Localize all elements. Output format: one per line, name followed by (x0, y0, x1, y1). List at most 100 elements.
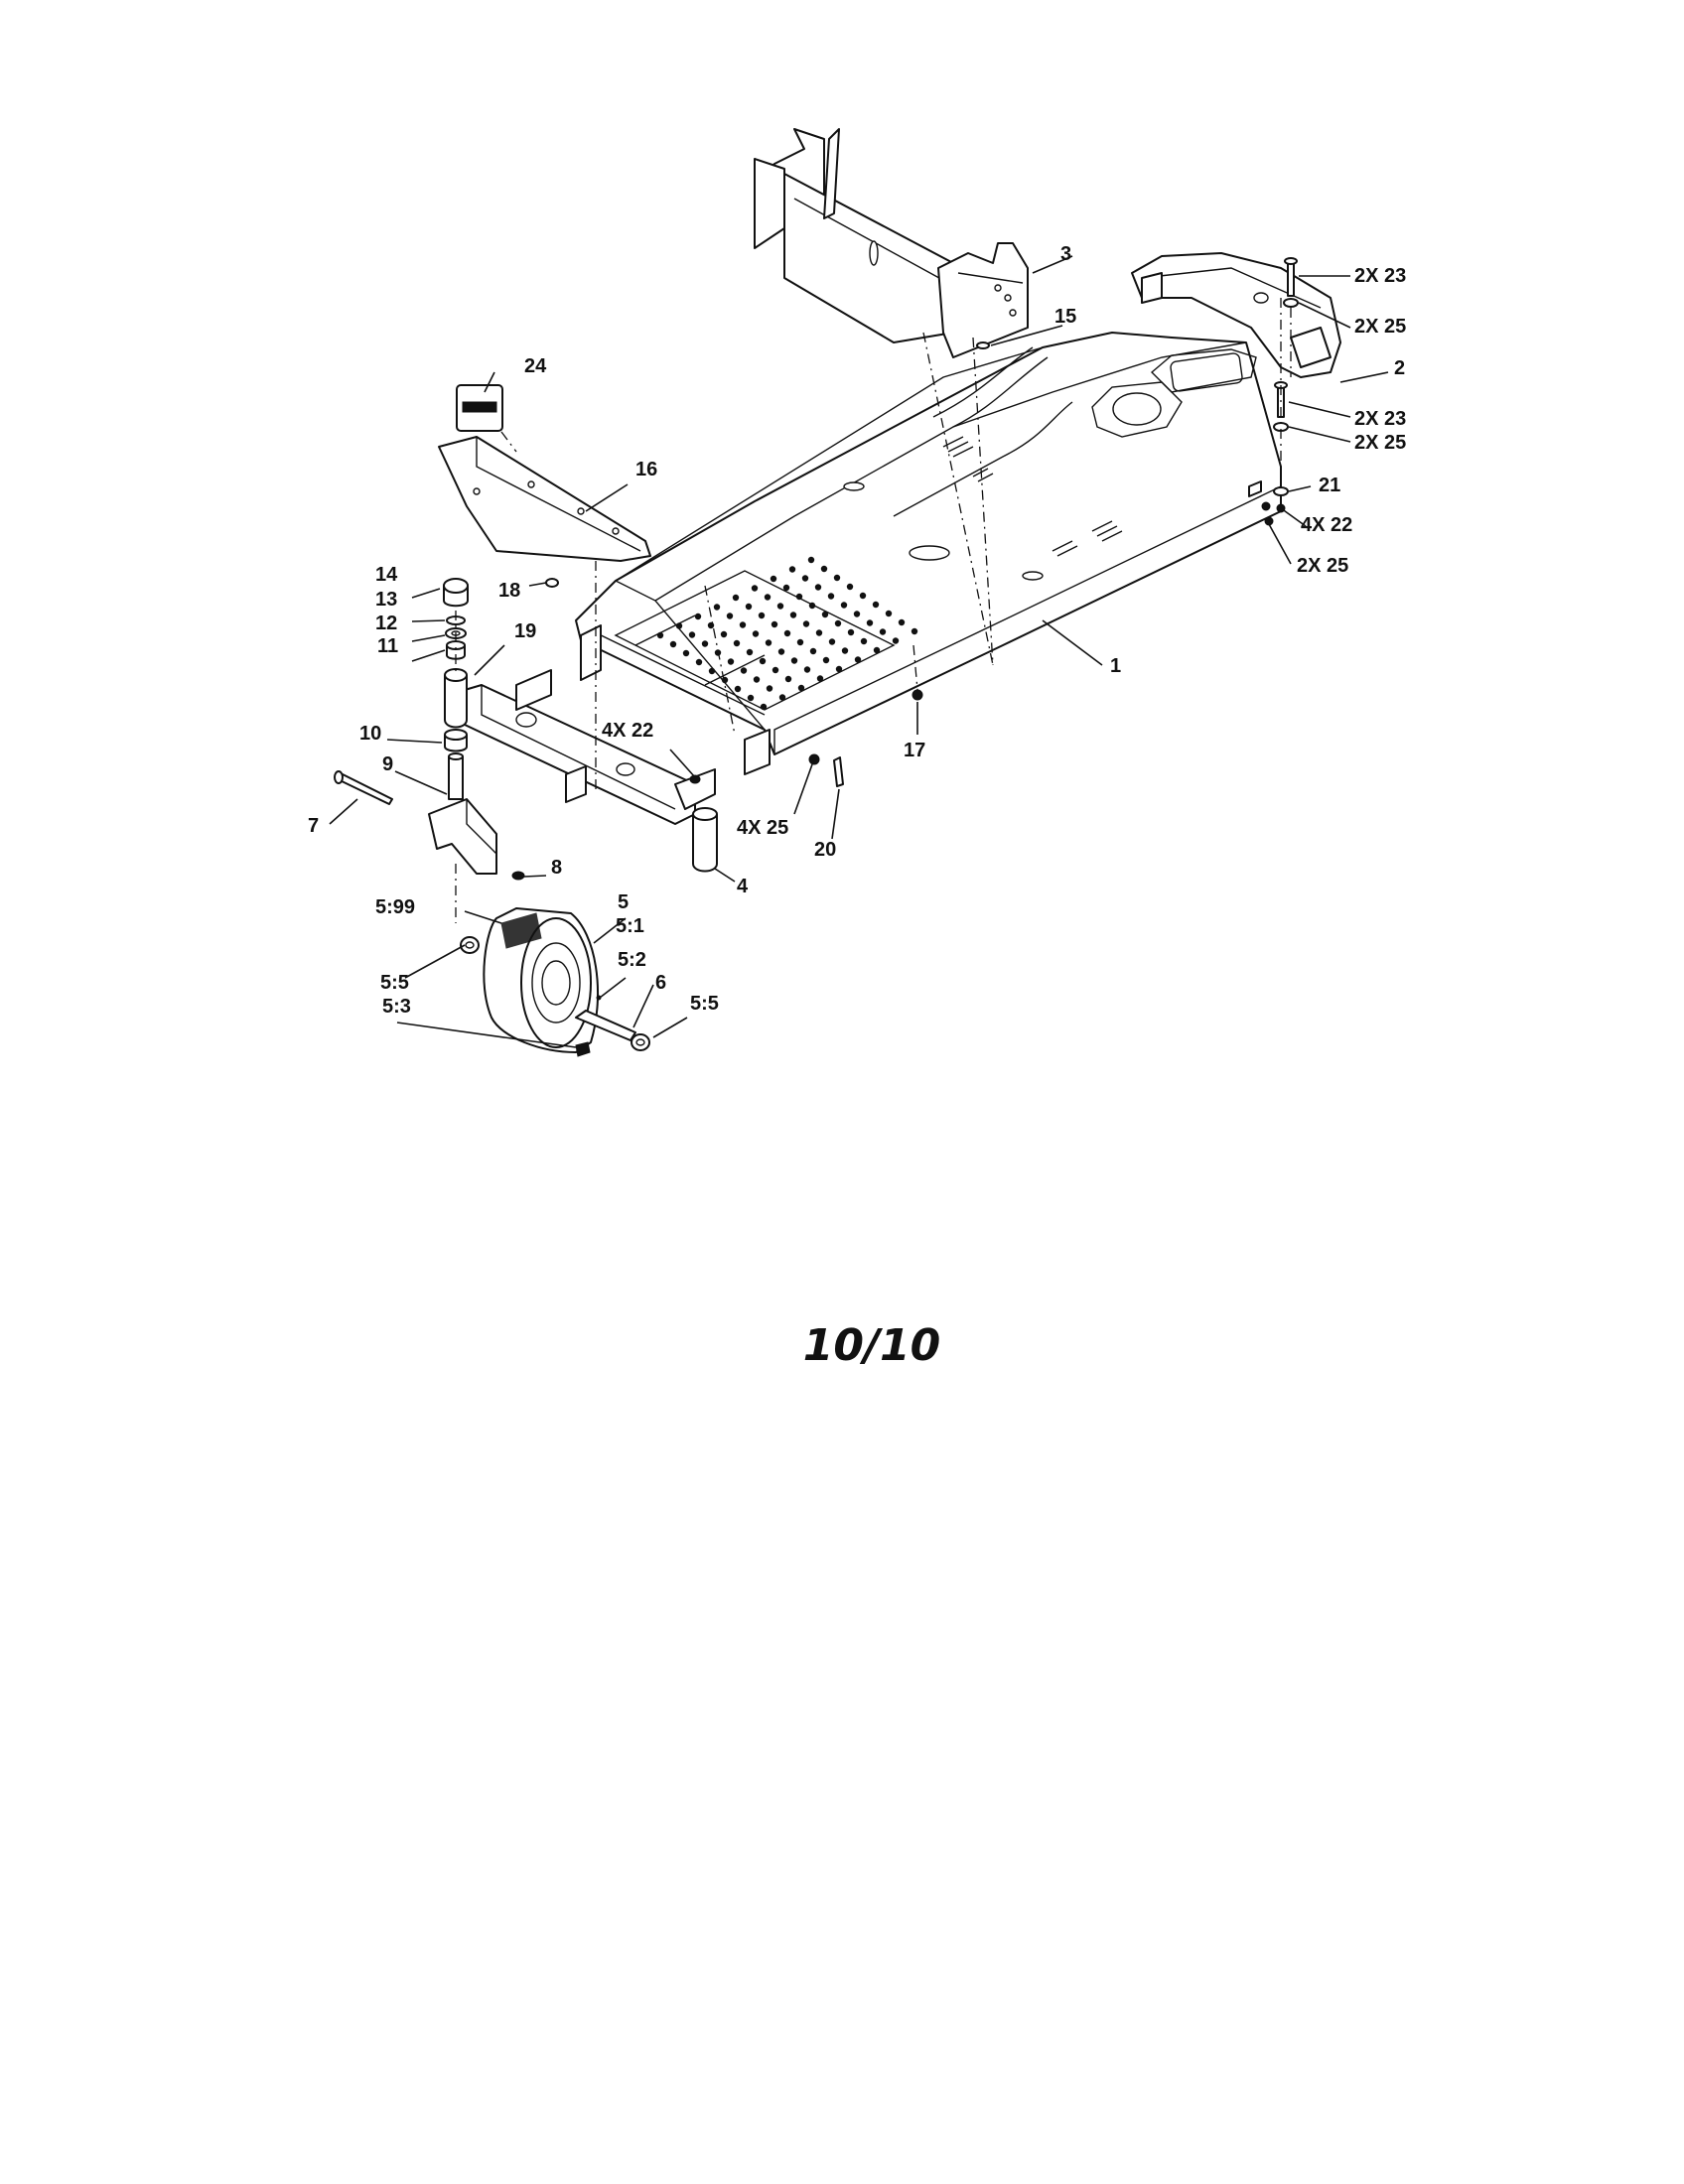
perforation-hole (872, 601, 880, 609)
callout-14: 14 (375, 564, 398, 586)
assembly-centerlines (455, 298, 1292, 923)
perforation-hole (795, 593, 803, 601)
perforation-hole (752, 630, 760, 637)
callout-8: 8 (551, 857, 562, 879)
callout-3: 3 (1060, 243, 1071, 265)
callout-19: 19 (514, 620, 536, 642)
callout-2x-25-top: 2X 25 (1354, 316, 1406, 338)
callout-24: 24 (524, 355, 547, 377)
perforation-hole (911, 627, 918, 635)
main-frame (575, 332, 1282, 775)
perforation-hole (783, 629, 791, 637)
floor-plate-perforations (656, 556, 918, 711)
perforation-hole (879, 628, 887, 635)
perforation-hole (840, 602, 848, 609)
callout-5-99: 5:99 (375, 896, 415, 918)
perforation-hole (751, 585, 759, 592)
perforation-hole (809, 647, 817, 655)
perforation-hole (688, 631, 696, 638)
callout-21: 21 (1319, 475, 1340, 496)
caster-wheel (460, 907, 650, 1057)
perforation-hole (669, 640, 677, 648)
perforation-hole (758, 612, 766, 619)
perforation-hole (873, 646, 881, 654)
caster-stack (334, 578, 525, 881)
perforation-hole (885, 610, 893, 617)
perforation-hole (854, 656, 862, 663)
decal (456, 384, 503, 432)
callout-1: 1 (1110, 655, 1121, 677)
callout-2x-25-rear: 2X 25 (1297, 555, 1348, 577)
perforation-hole (859, 592, 867, 600)
perforation-hole (745, 603, 753, 611)
callout-4: 4 (737, 876, 749, 897)
callout-15: 15 (1054, 306, 1076, 328)
perforation-hole (822, 656, 830, 664)
perforation-hole (802, 620, 810, 627)
callout-18: 18 (498, 580, 520, 602)
perforation-hole (746, 648, 754, 656)
callout-9: 9 (382, 753, 393, 775)
perforation-hole (682, 649, 690, 657)
perforation-hole (788, 566, 796, 573)
perforation-hole (727, 658, 735, 665)
perforation-hole (860, 637, 868, 645)
rear-panel (754, 128, 1029, 358)
perforation-hole (770, 575, 777, 583)
callout-4x-25: 4X 25 (737, 817, 788, 839)
perforation-hole (834, 619, 842, 627)
perforation-hole (771, 620, 778, 628)
callout-2x-25-lower: 2X 25 (1354, 432, 1406, 454)
callout-labels: 1 2 3 4 5 5:1 5:2 5:3 5:5 5:5 5:99 6 7 8… (308, 243, 1406, 1018)
perforation-hole (866, 619, 874, 626)
perforation-hole (726, 613, 734, 619)
callout-20: 20 (814, 839, 836, 861)
perforation-hole (701, 640, 709, 647)
callout-16: 16 (635, 459, 657, 480)
perforation-hole (833, 574, 841, 582)
callout-4x-22-front: 4X 22 (602, 720, 653, 742)
page-number-label: 10/10 (802, 1320, 941, 1371)
perforation-hole (814, 584, 822, 591)
perforation-hole (733, 639, 741, 647)
perforation-hole (789, 612, 797, 618)
callout-2: 2 (1394, 357, 1405, 379)
perforation-hole (796, 638, 804, 646)
perforation-hole (739, 621, 747, 628)
perforation-hole (764, 594, 772, 601)
callout-13: 13 (375, 589, 397, 611)
perforation-hole (808, 602, 816, 610)
perforation-hole (776, 603, 784, 610)
callout-11: 11 (377, 635, 398, 657)
perforation-hole (801, 575, 809, 582)
callout-2x-23-top: 2X 23 (1354, 265, 1406, 287)
perforation-hole (892, 637, 900, 644)
perforation-hole (695, 658, 703, 666)
perforation-hole (853, 611, 861, 617)
perforation-hole (797, 684, 805, 692)
perforation-hole (816, 675, 824, 682)
perforation-hole (765, 639, 772, 646)
perforation-hole (760, 703, 768, 711)
perforation-hole (713, 604, 721, 611)
callout-12: 12 (375, 613, 397, 634)
callout-5-3: 5:3 (382, 996, 411, 1018)
perforation-hole (835, 665, 843, 673)
perforation-hole (898, 618, 906, 626)
callout-5-5-right: 5:5 (690, 993, 719, 1015)
perforation-hole (732, 594, 740, 602)
perforation-hole (708, 667, 716, 675)
perforation-hole (790, 657, 798, 664)
perforation-hole (784, 675, 792, 683)
perforation-hole (778, 694, 786, 701)
perforation-hole (747, 694, 755, 702)
perforation-hole (847, 628, 855, 636)
perforation-hole (675, 622, 683, 629)
leader-lines (329, 255, 1389, 1048)
callout-2x-23-lower: 2X 23 (1354, 408, 1406, 430)
callout-5: 5 (618, 891, 629, 913)
perforation-hole (841, 647, 849, 654)
perforation-hole (766, 685, 773, 692)
callout-10: 10 (359, 723, 381, 745)
